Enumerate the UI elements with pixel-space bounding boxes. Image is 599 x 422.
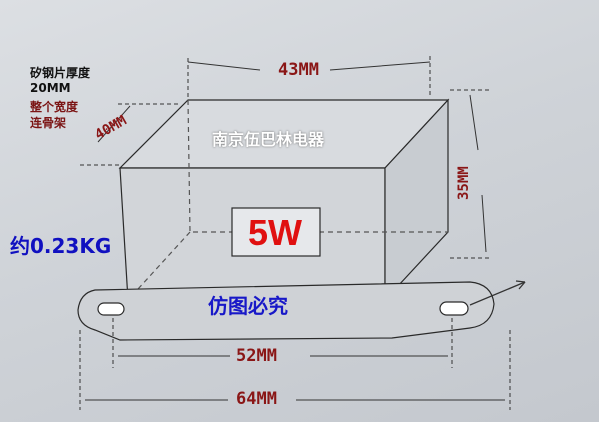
dim-52mm: 52MM <box>236 346 277 366</box>
dim-35-line <box>469 94 487 253</box>
power-box <box>231 207 321 257</box>
dim-40-ext <box>80 103 180 166</box>
dim-35mm: 35MM <box>456 166 472 200</box>
steel-thickness-value: 20MM <box>30 81 71 95</box>
weight-label: 约0.23KG <box>10 234 112 258</box>
frame-width-label: 整个宽度 <box>30 100 79 114</box>
pointer-arrow <box>469 281 526 306</box>
steel-thickness-label: 矽钢片厚度 <box>30 66 91 80</box>
frame-skeleton-label: 连骨架 <box>30 116 67 130</box>
dim-40-line <box>97 105 131 143</box>
dim-43-ext <box>187 56 431 98</box>
power-rating: 5W <box>248 212 302 253</box>
left-slot <box>97 302 125 316</box>
dim-43mm: 43MM <box>278 60 319 80</box>
dim-64-ext <box>79 330 511 410</box>
right-slot <box>439 301 469 316</box>
brand-title: 南京伍巴林电器 <box>212 130 325 149</box>
copy-warning: 仿图必究 <box>208 294 288 318</box>
mounting-foot <box>77 281 495 341</box>
dim-43-line <box>187 61 431 71</box>
dim-64mm: 64MM <box>236 389 277 409</box>
dim-52-ext <box>112 318 453 368</box>
